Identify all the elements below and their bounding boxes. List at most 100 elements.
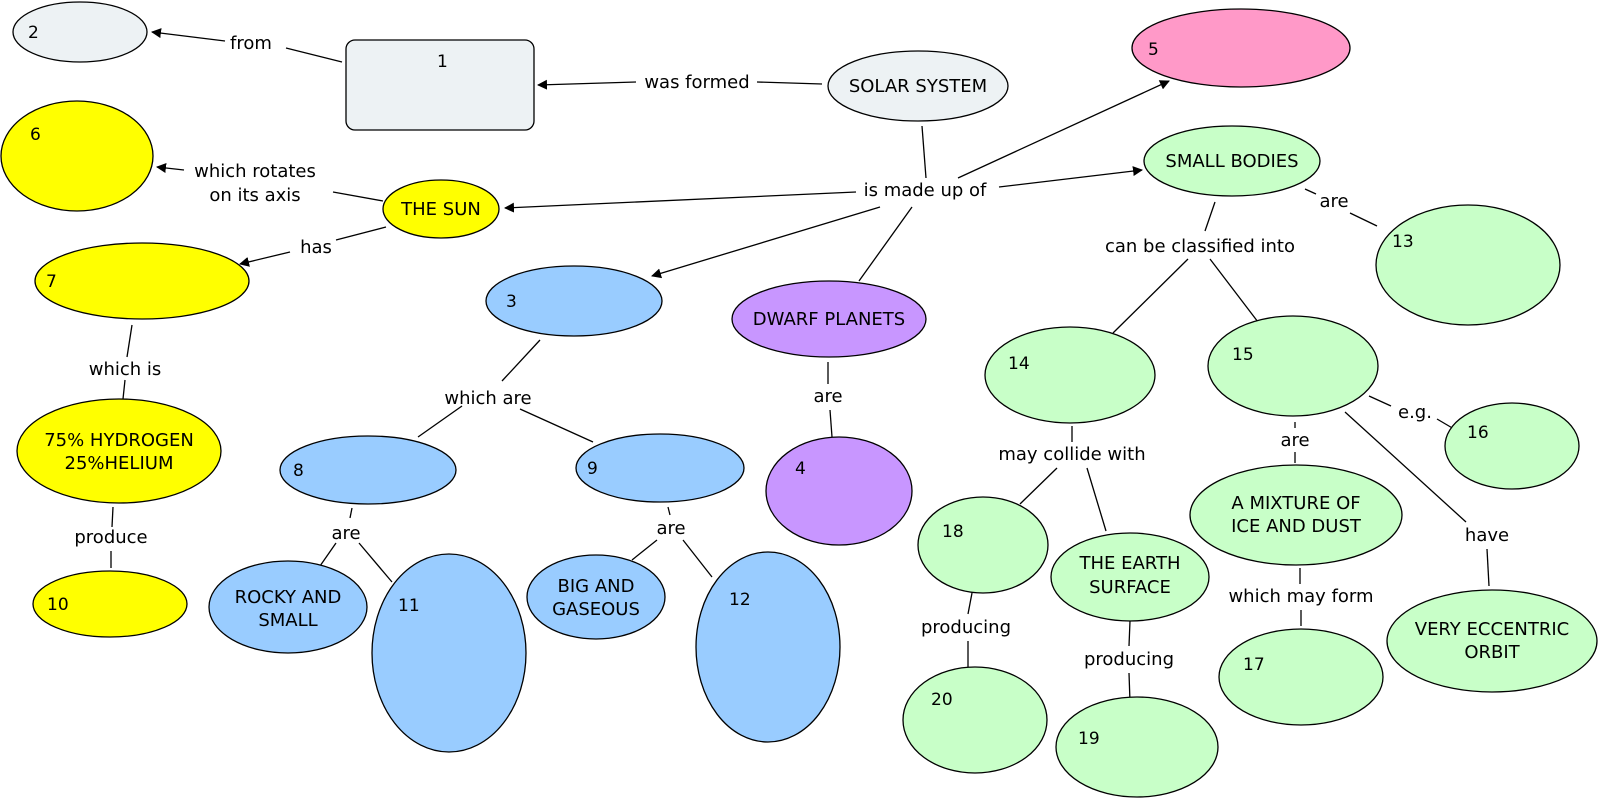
edge-whichare-9 [519, 408, 594, 443]
link-has: has [300, 237, 332, 258]
node-dwarf-planets-shape [731, 280, 927, 358]
edge-9-are [667, 506, 671, 516]
node-ice-and-dust[interactable]: A MIXTURE OF ICE AND DUST [1189, 464, 1403, 566]
node-dwarf-planets-label: DWARF PLANETS [753, 309, 905, 330]
node-5-shape [1131, 8, 1351, 88]
node-17[interactable]: 17 [1218, 628, 1384, 726]
link-labels: from was formed which rotates on its axi… [74, 33, 1509, 670]
node-big-and-gaseous-shape [526, 554, 666, 640]
node-14-shape [984, 326, 1156, 424]
link-are-small-bodies: are [1319, 191, 1348, 212]
node-13-shape [1375, 204, 1561, 326]
node-hydrogen-helium[interactable]: 75% HYDROGEN 25%HELIUM [16, 398, 222, 504]
edge-madeup-sun [504, 191, 857, 213]
node-orbit-line2: ORBIT [1464, 642, 1520, 663]
node-3-label: 3 [506, 292, 517, 312]
node-14[interactable]: 14 [984, 326, 1156, 424]
node-12[interactable]: 12 [695, 551, 841, 743]
node-6[interactable]: 6 [0, 100, 154, 212]
node-dwarf-planets[interactable]: DWARF PLANETS [731, 280, 927, 358]
edge-1-from [285, 47, 343, 63]
node-very-eccentric-orbit-shape [1386, 589, 1598, 693]
node-15-shape [1207, 315, 1379, 417]
edge-are-big [631, 539, 658, 561]
node-15[interactable]: 15 [1207, 315, 1379, 417]
node-16-shape [1444, 402, 1580, 490]
node-3[interactable]: 3 [485, 265, 663, 337]
node-small-bodies[interactable]: SMALL BODIES [1143, 125, 1321, 197]
node-2[interactable]: 2 [12, 1, 148, 63]
node-18[interactable]: 18 [917, 496, 1049, 594]
edge-solar-madeup [921, 125, 927, 179]
edge-sun-rotates [332, 191, 384, 202]
node-1[interactable]: 1 [345, 39, 535, 131]
node-earth-line2: SURFACE [1089, 577, 1171, 598]
node-19-label: 19 [1078, 729, 1100, 749]
edge-are-4 [829, 409, 833, 438]
node-15-label: 15 [1232, 345, 1254, 365]
edges [110, 28, 1490, 703]
node-10[interactable]: 10 [32, 570, 188, 638]
node-11-label: 11 [398, 596, 420, 616]
node-big-and-gaseous[interactable]: BIG AND GASEOUS [526, 554, 666, 640]
edge-rotates-6 [156, 163, 185, 173]
edge-earth-producing [1128, 620, 1131, 647]
node-13[interactable]: 13 [1375, 204, 1561, 326]
node-14-label: 14 [1008, 354, 1030, 374]
node-small-bodies-shape [1143, 125, 1321, 197]
node-solar-system-label: SOLAR SYSTEM [849, 76, 987, 97]
node-rocky-and-small[interactable]: ROCKY AND SMALL [208, 560, 368, 654]
link-producing-18: producing [921, 617, 1011, 638]
link-which-may-form: which may form [1228, 586, 1373, 607]
node-18-shape [917, 496, 1049, 594]
link-producing-earth: producing [1084, 649, 1174, 670]
link-have: have [1465, 525, 1509, 546]
node-7[interactable]: 7 [34, 242, 250, 320]
edge-collide-earth [1086, 467, 1107, 532]
node-earth-surface[interactable]: THE EARTH SURFACE [1050, 532, 1210, 622]
link-are-8: are [331, 523, 360, 544]
node-19[interactable]: 19 [1055, 696, 1219, 798]
edge-are-12 [682, 539, 713, 578]
edge-whichare-8 [417, 405, 463, 438]
edge-smallbodies-classified [1204, 201, 1216, 232]
node-9[interactable]: 9 [575, 433, 745, 503]
node-mixture-line1: A MIXTURE OF [1231, 493, 1360, 514]
node-8[interactable]: 8 [279, 435, 457, 505]
node-hydrogen-helium-shape [16, 398, 222, 504]
node-11-shape [371, 553, 527, 753]
edge-8-are [349, 507, 353, 519]
node-the-sun[interactable]: THE SUN [382, 179, 500, 239]
node-16-label: 16 [1467, 423, 1489, 443]
node-ice-and-dust-shape [1189, 464, 1403, 566]
node-12-shape [695, 551, 841, 743]
node-16[interactable]: 16 [1444, 402, 1580, 490]
link-is-made-up-of: is made up of [864, 180, 987, 201]
node-5[interactable]: 5 [1131, 8, 1351, 88]
link-may-collide-with: may collide with [998, 444, 1145, 465]
node-solar-system[interactable]: SOLAR SYSTEM [827, 50, 1009, 122]
node-earth-surface-shape [1050, 532, 1210, 622]
node-4-shape [765, 436, 913, 546]
node-5-label: 5 [1148, 40, 1159, 60]
edge-15-have [1344, 411, 1467, 523]
edge-sun-has [335, 226, 387, 241]
node-rocky-and-small-shape [208, 560, 368, 654]
node-17-label: 17 [1243, 655, 1265, 675]
node-20[interactable]: 20 [902, 666, 1048, 774]
node-4[interactable]: 4 [765, 436, 913, 546]
edge-classified-14 [1112, 258, 1189, 334]
node-very-eccentric-orbit[interactable]: VERY ECCENTRIC ORBIT [1386, 589, 1598, 693]
node-small-bodies-label: SMALL BODIES [1165, 151, 1298, 172]
edge-collide-18 [1019, 467, 1058, 505]
node-17-shape [1218, 628, 1384, 726]
edge-madeup-3 [651, 206, 881, 279]
edge-smallbodies-are [1304, 188, 1317, 195]
edge-3-whichare [501, 339, 541, 382]
link-was-formed: was formed [644, 72, 749, 93]
node-big-line1: BIG AND [558, 576, 635, 597]
node-19-shape [1055, 696, 1219, 798]
link-from: from [230, 33, 272, 54]
node-11[interactable]: 11 [371, 553, 527, 753]
node-8-label: 8 [293, 461, 304, 481]
